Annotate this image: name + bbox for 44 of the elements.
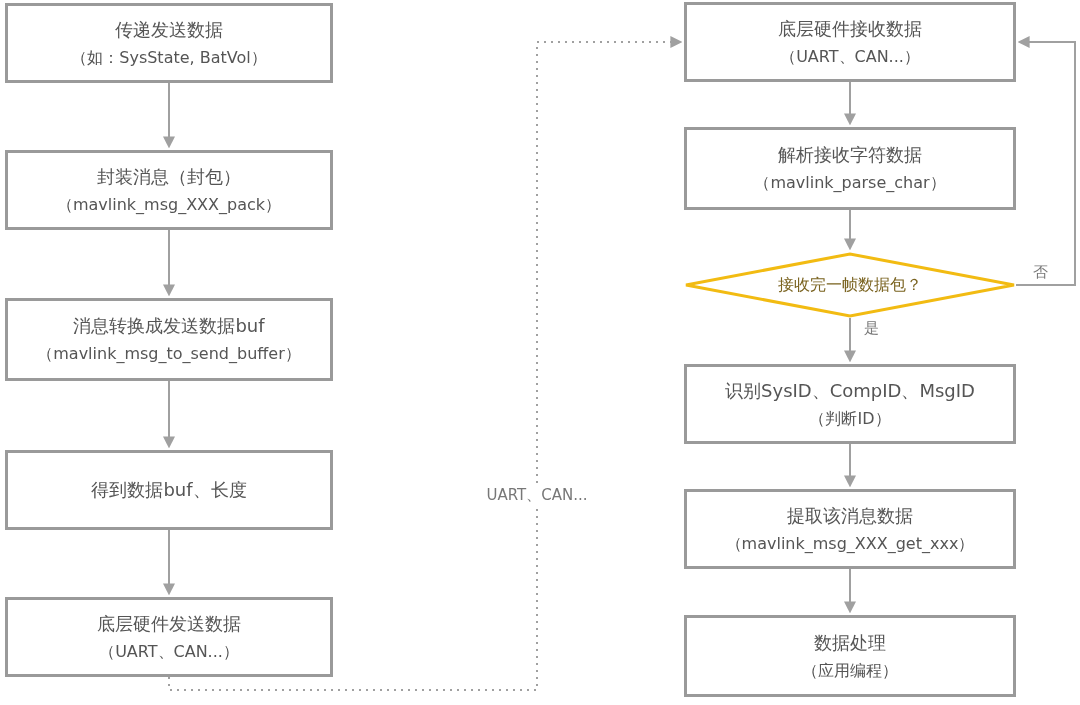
step-detail: （mavlink_msg_XXX_get_xxx）	[725, 533, 975, 555]
step-title: 得到数据buf、长度	[91, 478, 247, 502]
step-detail: （mavlink_msg_XXX_pack）	[56, 194, 282, 216]
arrow	[844, 443, 856, 488]
arrow	[844, 317, 856, 363]
process-box	[5, 150, 333, 230]
decision-question: 接收完一帧数据包？	[778, 274, 922, 296]
step-detail: （mavlink_parse_char）	[754, 173, 946, 194]
process-box	[5, 298, 333, 381]
process-box	[5, 450, 333, 530]
step-detail: （UART、CAN...）	[99, 641, 239, 663]
step-title: 封装消息（封包）	[97, 164, 241, 189]
process-box	[684, 2, 1016, 82]
step-title: 传递发送数据	[115, 17, 223, 42]
step-detail: （如：SysState, BatVol）	[71, 47, 267, 69]
arrow	[163, 529, 175, 596]
step-detail: （mavlink_msg_to_send_buffer）	[37, 344, 301, 365]
decision-diamond	[684, 252, 1016, 318]
edge-label: 是	[862, 318, 880, 338]
arrow	[163, 380, 175, 449]
process-box	[5, 597, 333, 677]
arrow	[844, 209, 856, 251]
edge-label: 否	[1031, 262, 1049, 282]
arrow	[168, 36, 683, 691]
arrow	[1015, 36, 1076, 286]
step-title: 提取该消息数据	[787, 503, 913, 528]
step-detail: （应用编程）	[802, 660, 898, 682]
step-title: 底层硬件接收数据	[778, 16, 922, 41]
arrow	[163, 82, 175, 149]
process-box	[684, 127, 1016, 210]
process-box	[684, 364, 1016, 444]
step-title: 底层硬件发送数据	[97, 611, 241, 636]
process-box	[684, 615, 1016, 697]
arrow	[844, 81, 856, 126]
step-title: 数据处理	[814, 630, 886, 655]
process-box	[5, 3, 333, 83]
process-box	[684, 489, 1016, 569]
step-title: 消息转换成发送数据buf	[73, 314, 265, 338]
arrow	[163, 229, 175, 297]
step-title: 识别SysID、CompID、MsgID	[725, 378, 975, 403]
step-detail: （判断ID）	[809, 408, 891, 430]
arrow	[844, 568, 856, 614]
step-title: 解析接收字符数据	[778, 143, 922, 167]
step-detail: （UART、CAN...）	[780, 46, 920, 68]
